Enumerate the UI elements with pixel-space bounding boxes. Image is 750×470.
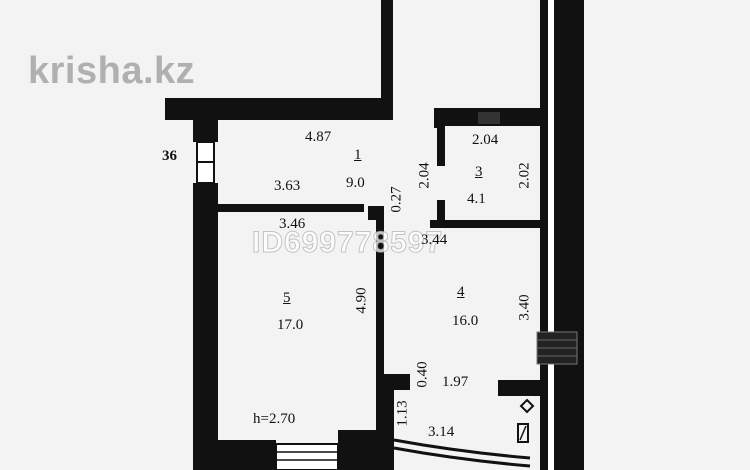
wall	[434, 108, 444, 128]
watermark-logo: krisha.kz	[28, 50, 196, 92]
wall	[548, 0, 554, 470]
room-area: 4.1	[467, 191, 486, 207]
room-number: 4	[457, 284, 465, 300]
dimension-label: 0.40	[414, 361, 431, 388]
dimension-label: 3.46	[279, 216, 306, 232]
dimension-label: 3.44	[421, 232, 448, 248]
dimension-label: 2.02	[516, 162, 533, 189]
wall	[540, 0, 584, 470]
wall	[218, 440, 276, 470]
ceiling-height: h=2.70	[253, 411, 296, 427]
dimension-label: 4.87	[305, 129, 332, 145]
wall	[368, 206, 384, 220]
watermark-listing-id: ID699778597	[251, 226, 444, 260]
wall	[165, 98, 393, 120]
wall	[437, 200, 445, 220]
room-number: 3	[475, 164, 483, 180]
room-area: 16.0	[452, 313, 479, 329]
dimension-label: 3.63	[274, 178, 301, 194]
wall	[430, 220, 540, 228]
room-number: 1	[354, 147, 362, 163]
outlet-symbol	[519, 398, 535, 414]
dimension-label: 2.04	[416, 162, 433, 189]
wall	[193, 112, 218, 142]
radiator-symbol	[517, 423, 529, 443]
dimension-label: 1.97	[442, 374, 469, 390]
wall	[376, 374, 410, 390]
window	[275, 443, 339, 470]
room-area: 9.0	[346, 175, 365, 191]
room-area: 17.0	[277, 317, 304, 333]
dimension-label: 4.90	[353, 287, 370, 314]
dimension-label: 1.13	[394, 400, 411, 427]
wall	[376, 218, 384, 378]
wall	[381, 0, 393, 108]
wall	[218, 204, 364, 212]
wall	[478, 112, 500, 124]
dimension-label: 0.27	[388, 186, 405, 213]
dimension-label: 3.14	[428, 424, 455, 440]
dimension-label: 3.40	[516, 294, 533, 321]
wall	[437, 126, 445, 166]
wall	[193, 183, 218, 470]
wall-marker: 36	[162, 148, 177, 164]
wall	[498, 380, 540, 396]
wall	[338, 430, 394, 470]
room-number: 5	[283, 290, 291, 306]
dimension-label: 2.04	[472, 132, 499, 148]
